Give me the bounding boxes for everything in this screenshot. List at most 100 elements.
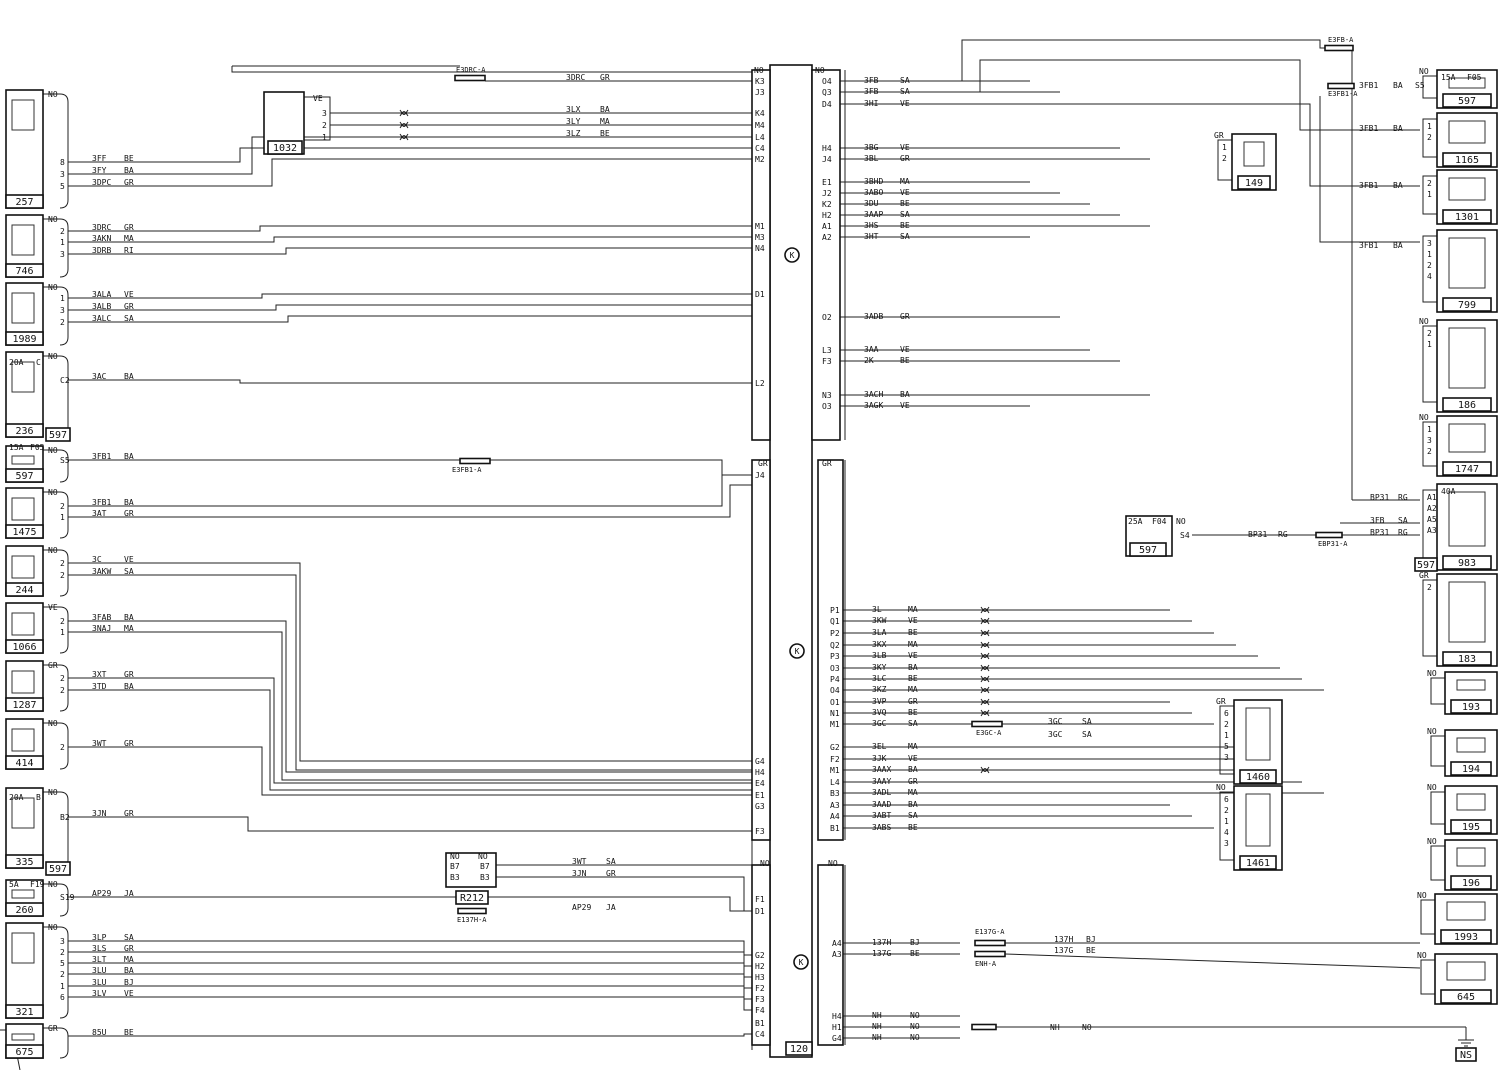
connector-bracket [1422, 325, 1437, 403]
pin-number: S19 [60, 893, 75, 902]
pin-number: 2 [1222, 154, 1227, 163]
wire-color: GR [124, 944, 134, 953]
connector-code: NO [48, 90, 58, 99]
wire [68, 985, 752, 1000]
wire-code: 3ALB [92, 302, 111, 311]
unit-pin-left: C4 [755, 1030, 765, 1039]
fuse-rating: 20A [9, 793, 24, 802]
pin-number: 1 [60, 513, 65, 522]
wire-code: 3C [92, 555, 102, 564]
pin-number: 4 [1427, 272, 1432, 281]
wire [68, 940, 752, 956]
wire-color: BA [908, 800, 918, 809]
fuse-number: F19 [30, 880, 45, 889]
splice-eap29-a [457, 907, 487, 915]
unit-pin-right: H2 [822, 211, 832, 220]
fuse-pin: C [36, 358, 41, 367]
unit-left-connector-top [751, 69, 771, 441]
right-component-1747-id: 1747 [1455, 464, 1479, 475]
connector-code: NO [1419, 413, 1429, 422]
wire-color: BA [1393, 81, 1403, 90]
unit-pin-left: H3 [755, 973, 765, 982]
fuse-rating: 25A [1128, 517, 1143, 526]
connector-code: GR [822, 459, 832, 468]
twisted-pair-mark [399, 109, 409, 117]
wire-code: 3BG [864, 143, 879, 152]
connector-bracket [1430, 845, 1445, 881]
unit-pin-left: F2 [755, 984, 765, 993]
wire [68, 315, 752, 323]
component-symbol [11, 497, 35, 521]
unit-pin-right: H1 [832, 1023, 842, 1032]
pin-number: 5 [1224, 742, 1229, 751]
wire-color: RG [1278, 530, 1288, 539]
left-component-675-id-box [5, 1044, 44, 1059]
pin-number: 2 [60, 686, 65, 695]
wire-code: 3FB [1370, 516, 1385, 525]
connector-bracket [43, 722, 69, 770]
fuse-rating: 5A [9, 880, 19, 889]
component-symbol [11, 361, 35, 393]
wire-code: 3DRB [92, 246, 111, 255]
unit-pin-right: M1 [830, 766, 840, 775]
wire-layer [0, 39, 1474, 1070]
wire [496, 864, 753, 899]
right-component-1460-id: 1460 [1246, 772, 1270, 783]
wire-code: 3ACH [864, 390, 883, 399]
relay-1032-id: 1032 [273, 143, 297, 154]
fuse-number: F05 [30, 443, 45, 452]
component-symbol [1448, 491, 1486, 547]
pin-number: 1 [60, 294, 65, 303]
wire-color: BA [124, 452, 134, 461]
twisted-pair-mark [980, 675, 990, 683]
k-symbol-letter: K [799, 958, 804, 967]
unit-pin-left: H2 [755, 962, 765, 971]
wire-code: 3TD [92, 682, 107, 691]
wire-color: SA [908, 811, 918, 820]
pin-number: 3 [1224, 753, 1229, 762]
connector-code: NO [754, 66, 764, 75]
connector-code: VE [48, 603, 58, 612]
wire [68, 896, 752, 912]
wire-code: 3AAY [872, 777, 891, 786]
wire-code: 3ABS [872, 823, 891, 832]
wire [68, 962, 752, 978]
wire-code: 3LB [872, 651, 887, 660]
component-symbol [1448, 327, 1486, 389]
wire-code: 3ABO [864, 188, 883, 197]
wire-code: 3LX [566, 105, 581, 114]
pin-number: S5 [1415, 81, 1425, 90]
wire-color: VE [900, 143, 910, 152]
pin-number: 2 [60, 571, 65, 580]
connector-code: NO [1427, 837, 1437, 846]
wire-code: 3LA [872, 628, 887, 637]
connector-code: NO [828, 859, 838, 868]
wire-color: MA [124, 624, 134, 633]
connector-code: NO [48, 215, 58, 224]
unit-pin-right: L4 [830, 778, 840, 787]
wire-code: NH [1050, 1023, 1060, 1032]
left-component-321-id-box [5, 1004, 44, 1019]
splice-e3drc-a [454, 74, 486, 82]
unit-left-connector-bottom [751, 864, 771, 1046]
component-symbol [1456, 793, 1486, 811]
pin-number: 2 [1427, 133, 1432, 142]
wire-color: BE [908, 708, 918, 717]
wire-code: 3FY [92, 166, 107, 175]
unit-pin-right: O1 [830, 698, 840, 707]
pin-number: 6 [1224, 709, 1229, 718]
unit-pin-right: E1 [822, 178, 832, 187]
splice-label: ENH-A [975, 960, 997, 968]
ground-ref-id: NS [1460, 1050, 1472, 1061]
wire-code: BP31 [1248, 530, 1267, 539]
fuse-number: F05 [1467, 73, 1482, 82]
wire-color: GR [124, 509, 134, 518]
wire-color: BA [908, 663, 918, 672]
splice-e3fb1-a-left [459, 457, 491, 465]
unit-pin-right: P3 [830, 652, 840, 661]
left-component-1989-id-box [5, 331, 44, 346]
twisted-pair-mark [980, 709, 990, 717]
wire-code: 3JN [92, 809, 107, 818]
wire-color: VE [908, 754, 918, 763]
wire-color: JA [124, 889, 134, 898]
